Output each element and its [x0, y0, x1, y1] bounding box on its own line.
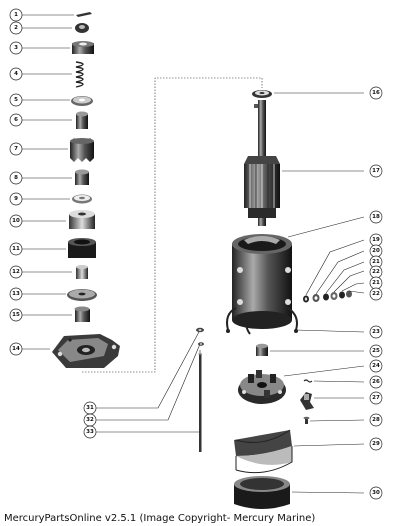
- callout-24: 24: [369, 359, 383, 373]
- callout-29: 29: [369, 437, 383, 451]
- callout-number: 15: [12, 312, 20, 318]
- callout-32: 32: [83, 413, 97, 427]
- part-30-cover: [234, 476, 365, 509]
- callout-33: 33: [83, 425, 97, 439]
- callout-31: 31: [83, 401, 97, 415]
- callout-13: 13: [9, 287, 23, 301]
- callout-28: 28: [369, 413, 383, 427]
- part-16-washer: [252, 90, 364, 98]
- callout-25: 25: [369, 344, 383, 358]
- callout-number: 13: [12, 291, 20, 297]
- callout-number: 5: [14, 97, 18, 103]
- part-10-collar: [20, 210, 95, 229]
- callout-23: 23: [369, 325, 383, 339]
- callout-number: 10: [12, 218, 20, 224]
- callout-number: 32: [86, 417, 94, 423]
- part-9-washer: [20, 194, 92, 204]
- part-25-bushing: [256, 343, 364, 356]
- callout-number: 12: [12, 269, 20, 275]
- callout-number: 19: [372, 237, 380, 243]
- part-28-screw: [303, 416, 365, 424]
- part-14-end-housing: [20, 334, 120, 368]
- callout-21-second: 21: [369, 276, 383, 290]
- callout-10: 10: [9, 214, 23, 228]
- callout-number: 25: [372, 348, 380, 354]
- part-15-bearing: [20, 306, 90, 322]
- callout-number: 22: [372, 269, 380, 275]
- callout-8: 8: [9, 171, 23, 185]
- callout-number: 2: [14, 25, 18, 31]
- callout-number: 22: [372, 291, 380, 297]
- part-4-spring: [20, 61, 84, 88]
- callout-15: 15: [9, 308, 23, 322]
- callout-2: 2: [9, 21, 23, 35]
- callout-19: 19: [369, 233, 383, 247]
- part-5-washer: [20, 96, 93, 106]
- callout-number: 30: [372, 490, 380, 496]
- callout-14: 14: [9, 342, 23, 356]
- parts-31-33-through-bolt-and-washers: [196, 327, 204, 452]
- part-7-pinion-gear: [20, 138, 94, 162]
- callout-26: 26: [369, 375, 383, 389]
- part-27-brush-holder: [300, 392, 364, 410]
- callout-number: 21: [372, 259, 380, 265]
- part-26-spring: [303, 379, 365, 383]
- callout-number: 31: [86, 405, 94, 411]
- callout-22: 22: [369, 265, 383, 279]
- callout-6: 6: [9, 113, 23, 127]
- callout-number: 29: [372, 441, 380, 447]
- parts-19-22-terminal-hardware: [303, 239, 365, 303]
- callout-number: 21: [372, 280, 380, 286]
- callout-number: 7: [14, 146, 18, 152]
- callout-5: 5: [9, 93, 23, 107]
- callout-number: 9: [14, 196, 18, 202]
- callout-17: 17: [369, 164, 383, 178]
- callout-number: 24: [372, 363, 380, 369]
- callout-number: 8: [14, 175, 18, 181]
- callout-number: 14: [12, 346, 20, 352]
- callout-number: 3: [14, 45, 18, 51]
- callout-30: 30: [369, 486, 383, 500]
- callout-11: 11: [9, 242, 23, 256]
- callout-number: 6: [14, 117, 18, 123]
- callout-number: 20: [372, 248, 380, 254]
- callout-1: 1: [9, 8, 23, 22]
- callout-number: 26: [372, 379, 380, 385]
- callout-number: 17: [372, 168, 380, 174]
- part-17-armature: [244, 100, 364, 226]
- callout-4: 4: [9, 67, 23, 81]
- callout-3: 3: [9, 41, 23, 55]
- part-18-frame-and-field: [226, 216, 365, 335]
- callout-number: 23: [372, 329, 380, 335]
- callout-number: 16: [372, 90, 380, 96]
- part-12-bushing: [20, 265, 88, 279]
- callout-number: 28: [372, 417, 380, 423]
- callout-number: 11: [12, 246, 20, 252]
- callout-7: 7: [9, 142, 23, 156]
- part-11-cup: [20, 238, 96, 258]
- part-29-band: [234, 429, 365, 474]
- callout-18: 18: [369, 210, 383, 224]
- part-3-bearing: [20, 41, 94, 54]
- callout-number: 1: [14, 12, 18, 18]
- part-8-nut: [20, 169, 89, 185]
- callout-number: 4: [14, 71, 18, 77]
- callout-27: 27: [369, 391, 383, 405]
- part-2-nut: [20, 23, 89, 33]
- callout-9: 9: [9, 192, 23, 206]
- copyright-caption: MercuryPartsOnline v2.5.1 (Image Copyrig…: [4, 513, 316, 524]
- callout-12: 12: [9, 265, 23, 279]
- callout-number: 27: [372, 395, 380, 401]
- callout-20: 20: [369, 244, 383, 258]
- callout-number: 18: [372, 214, 380, 220]
- part-24-brush-plate: [238, 365, 365, 404]
- callout-16: 16: [369, 86, 383, 100]
- part-1-pin: [20, 12, 92, 17]
- callout-22-second: 22: [369, 287, 383, 301]
- part-13-washer: [20, 289, 97, 301]
- part-6-sleeve: [20, 111, 88, 129]
- callout-number: 33: [86, 429, 94, 435]
- part-23-leads: [295, 329, 365, 333]
